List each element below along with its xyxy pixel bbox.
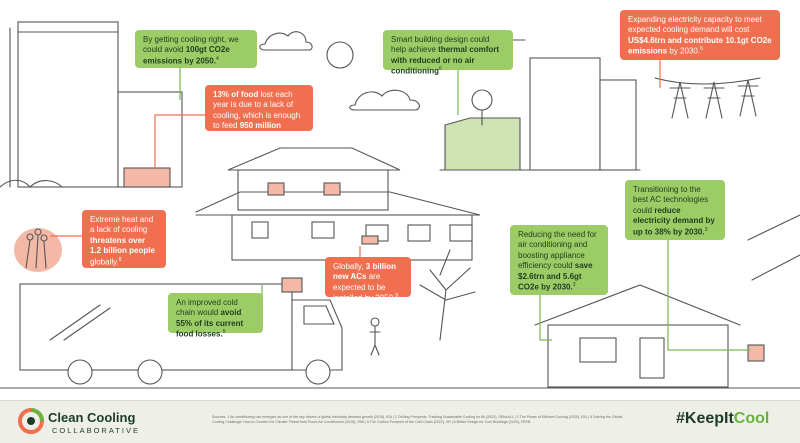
standing-person bbox=[369, 317, 381, 356]
cloud-2 bbox=[349, 89, 420, 111]
callout-highlight: reduce electricity demand by up to 38% b… bbox=[633, 205, 715, 237]
small-building bbox=[117, 91, 183, 188]
footnote-marker: 6 bbox=[700, 46, 703, 53]
callout-highlight: save $2.6trn and 5.6gt CO2e by 2030. bbox=[518, 261, 593, 292]
hashtag: #KeepItCool bbox=[676, 410, 769, 428]
tall-building bbox=[9, 21, 119, 188]
footnote-marker: 5 bbox=[238, 131, 242, 138]
callout-food-loss: 13% of food lost each year is due to a l… bbox=[205, 85, 313, 141]
logo-subtitle: COLLABORATIVE bbox=[52, 426, 140, 435]
footnote-marker: 3 bbox=[572, 281, 576, 288]
callout-text: are expected to be installed by 2050. bbox=[333, 272, 396, 303]
footer-bar bbox=[0, 400, 800, 443]
callout-cold-chain: An improved cold chain would avoid 55% o… bbox=[168, 293, 263, 339]
callout-extreme-heat: Extreme heat and a lack of cooling threa… bbox=[82, 210, 166, 268]
footnote-marker: 3 bbox=[704, 226, 708, 233]
hashtag-accent: Cool bbox=[733, 410, 770, 427]
callout-text: by 2030. bbox=[667, 46, 701, 56]
callout-text: Transitioning to the best AC technologie… bbox=[633, 185, 709, 215]
callout-highlight: 950 million people bbox=[213, 121, 282, 142]
footnote-marker: 5 bbox=[222, 329, 226, 336]
callout-text: Expanding electricity capacity to meet e… bbox=[628, 15, 762, 35]
callout-emissions-avoided: By getting cooling right, we could avoid… bbox=[135, 30, 257, 68]
callout-highlight: 3 billion new ACs bbox=[333, 262, 396, 282]
tree bbox=[419, 249, 476, 341]
footnote-marker: 6 bbox=[439, 66, 442, 73]
cloud-1 bbox=[259, 31, 313, 51]
sources-text: Sources: 1 Air conditioning use emerges … bbox=[212, 415, 623, 424]
logo-icon bbox=[18, 408, 44, 434]
footnote-marker: 4 bbox=[215, 55, 219, 62]
callout-text: By getting cooling right, we could avoid bbox=[143, 35, 239, 55]
callout-new-acs: Globally, 3 billion new ACs are expected… bbox=[325, 257, 411, 303]
callout-smart-building: Smart building design could help achieve… bbox=[383, 30, 513, 76]
callout-best-ac-tech: Transitioning to the best AC technologie… bbox=[625, 180, 725, 240]
bushes bbox=[0, 179, 141, 188]
callout-text: lost each year is due to a lack of cooli… bbox=[213, 90, 301, 131]
callout-highlight: threatens over 1.2 billion people bbox=[90, 235, 155, 256]
callout-text: Extreme heat and a lack of cooling bbox=[90, 215, 154, 235]
callout-highlight: 100gt CO2e emissions by 2050. bbox=[143, 45, 230, 66]
callout-text: An improved cold chain would bbox=[176, 298, 238, 318]
callout-text: Globally, bbox=[333, 262, 366, 271]
callout-highlight: thermal comfort with reduced or no air c… bbox=[391, 45, 500, 76]
callout-text: Smart building design could help achieve bbox=[391, 35, 490, 55]
callout-text: globally. bbox=[90, 257, 119, 267]
pylons bbox=[654, 77, 761, 119]
callout-highlight: avoid 55% of its current food losses. bbox=[176, 308, 244, 339]
logo-title: Clean Cooling bbox=[48, 410, 136, 425]
callout-highlight: US$4.6trn and contribute 10.1gt CO2e emi… bbox=[628, 35, 772, 56]
right-house bbox=[534, 214, 800, 388]
callout-electricity-capacity: Expanding electricity capacity to meet e… bbox=[620, 10, 780, 60]
callout-reduce-ac-need: Reducing the need for air conditioning a… bbox=[510, 225, 608, 295]
people-figures bbox=[14, 228, 62, 272]
footnote-marker: 8 bbox=[118, 256, 122, 263]
green-building bbox=[439, 39, 641, 171]
illustration-scene bbox=[0, 21, 800, 389]
hashtag-text: #KeepIt bbox=[676, 410, 734, 427]
footnote-marker: 9 bbox=[395, 293, 399, 300]
house bbox=[195, 147, 481, 261]
callout-text: Reducing the need for air conditioning a… bbox=[518, 230, 597, 271]
callout-highlight: 13% of food bbox=[213, 90, 259, 99]
sun bbox=[326, 41, 354, 69]
